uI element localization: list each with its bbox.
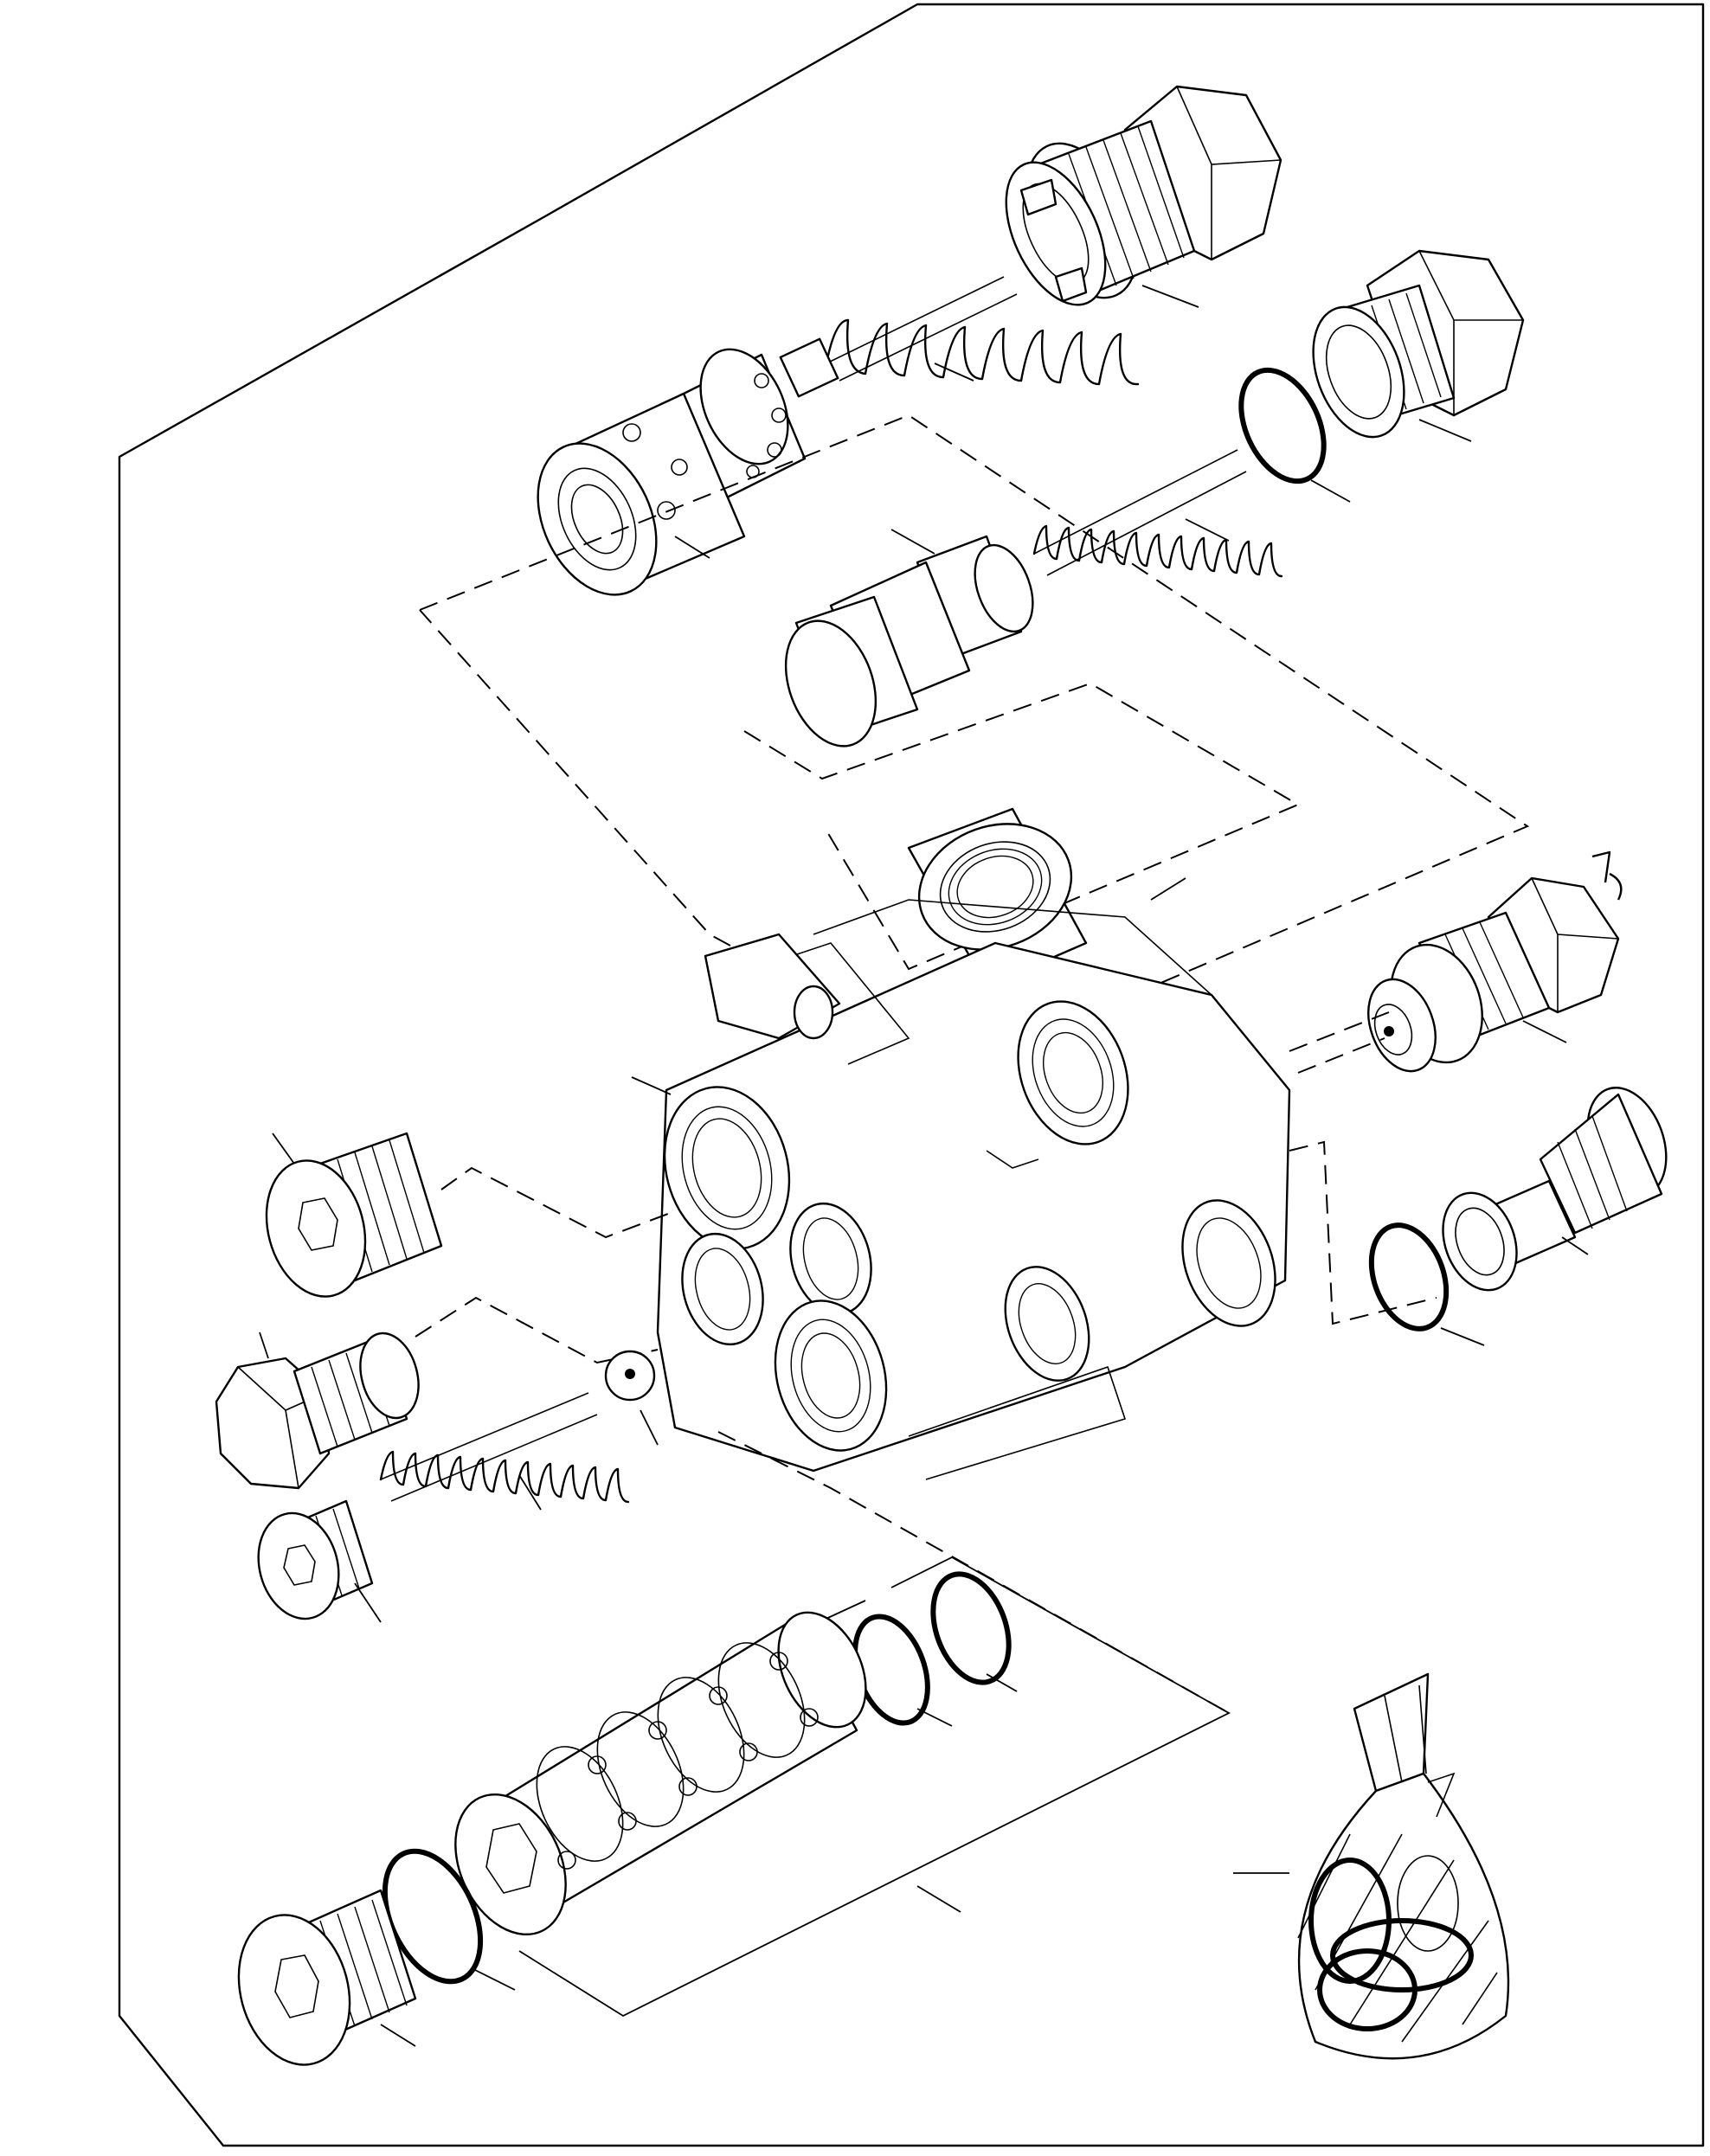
leader-perforated-poppet (675, 536, 710, 558)
seal-kit-bag (1298, 1674, 1508, 2058)
leader-hex-socket-plug-lower (355, 1583, 381, 1622)
leader-check-valve-piston (891, 529, 935, 554)
relief-valve-cap (986, 87, 1281, 320)
leader-hex-head-plug (260, 1332, 268, 1358)
hex-head-plug (216, 1326, 428, 1488)
check-valve-spring (1034, 450, 1282, 576)
check-ball (606, 1351, 654, 1400)
leader-check-valve-o-ring (1311, 480, 1350, 502)
leader-valve-body-top (1151, 878, 1186, 900)
pressure-relief-cartridge (1356, 852, 1621, 1081)
leader-end-plug (381, 2024, 415, 2046)
hex-socket-plug-lower (247, 1501, 372, 1628)
ball-spring (381, 1393, 628, 1502)
bottom-group-bracket (519, 1557, 1229, 2016)
check-valve-piston (769, 536, 1044, 759)
leader-control-spool (917, 1886, 961, 1912)
perforated-poppet (515, 336, 838, 614)
end-plug (222, 1890, 415, 2077)
check-valve-plug (1296, 251, 1523, 450)
unloader-o-ring (1358, 1215, 1460, 1339)
leader-check-valve-plug (1419, 420, 1471, 441)
leader-hex-socket-plug-upper (273, 1133, 294, 1164)
leader-spool-o-ring-outer (987, 1674, 1017, 1691)
leader-check-valve-spring (1186, 519, 1229, 541)
guide-line-top-inner (744, 683, 1298, 969)
hex-socket-plug-upper (252, 1133, 441, 1308)
leader-unloader-plug (1562, 1237, 1588, 1254)
spool-o-ring-outer (919, 1563, 1023, 1693)
guide-line-left-upper (441, 1168, 675, 1237)
guide-line-right-mid (1298, 1038, 1385, 1073)
leader-ball-spring (519, 1475, 541, 1510)
leader-spool-o-ring-inner (917, 1709, 952, 1726)
guide-line-right-upper (1289, 1012, 1389, 1051)
leader-pressure-relief-cartridge (1523, 1021, 1566, 1043)
guide-line-right-lower (1289, 1142, 1437, 1324)
unloader-plug (1430, 1077, 1681, 1301)
control-spool (434, 1599, 884, 1953)
leader-relief-valve-cap (1142, 286, 1199, 307)
leader-unloader-o-ring (1441, 1328, 1484, 1345)
assembly-boundary-frame (119, 4, 1703, 2146)
leader-relief-valve-spring (935, 363, 974, 381)
leader-valve-body (632, 1077, 671, 1094)
leader-end-plug-o-ring (472, 1968, 515, 1990)
relief-valve-spring (826, 277, 1138, 384)
valve-body (647, 803, 1292, 1479)
check-valve-o-ring (1225, 357, 1340, 495)
leader-check-ball (640, 1410, 658, 1445)
